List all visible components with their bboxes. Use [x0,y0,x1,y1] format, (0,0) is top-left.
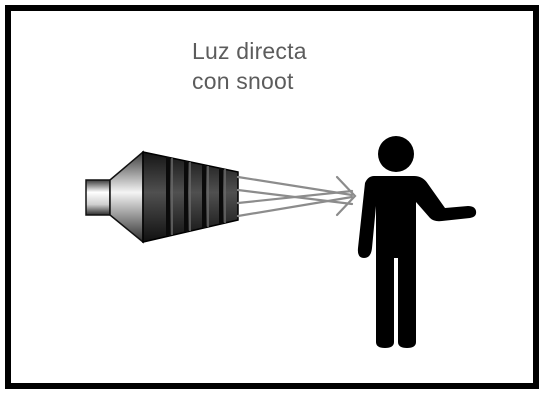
person-head [378,136,414,172]
snoot-light-icon [85,150,239,244]
diagram-caption: Luz directa con snoot [192,36,432,96]
caption-line-1: Luz directa [192,38,307,64]
light-ray-arrows [236,175,357,218]
snoot-highlights [171,158,226,235]
person-body [357,176,477,348]
lamp-cylinder [85,179,111,216]
person-silhouette-icon [357,136,477,348]
snoot-ridges [166,157,223,236]
lamp-cone [109,150,144,244]
frame-border [5,5,539,389]
caption-line-2: con snoot [192,68,294,94]
